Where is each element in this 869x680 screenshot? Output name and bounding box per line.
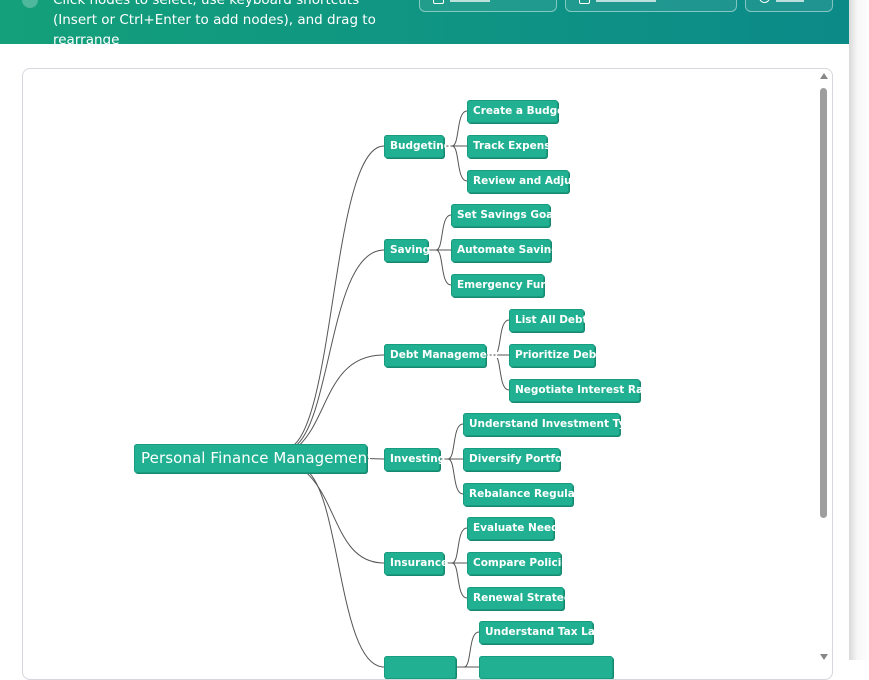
- mindmap-branch-node[interactable]: [384, 655, 456, 679]
- link-branch-child: [428, 249, 452, 286]
- mindmap-child-node[interactable]: Compare Policies: [467, 551, 575, 575]
- mindmap-root-node[interactable]: Personal Finance Management: [134, 444, 373, 473]
- link-root-branch: [303, 470, 385, 564]
- mindmap-branch-node[interactable]: Debt Management: [384, 343, 499, 367]
- link-branch-child: [456, 631, 480, 668]
- mindmap-child-node[interactable]: Diversify Portfolio: [463, 447, 577, 471]
- scroll-down-arrow-icon[interactable]: [820, 654, 828, 660]
- page-edge-shadow: [849, 0, 869, 660]
- mindmap-child-node[interactable]: Rebalance Regularly: [463, 482, 590, 506]
- mindmap-child-node[interactable]: List All Debts: [509, 308, 594, 332]
- mindmap-child-node[interactable]: Create a Budget: [467, 99, 569, 123]
- link-root-branch: [366, 458, 385, 460]
- mindmap-child-node[interactable]: Emergency Fund: [451, 273, 555, 297]
- mindmap-child-node[interactable]: Negotiate Interest Rates: [509, 378, 661, 402]
- mindmap-child-node[interactable]: Prioritize Debts: [509, 343, 608, 367]
- mindmap-child-node[interactable]: [479, 655, 613, 679]
- link-branch-child: [486, 354, 510, 391]
- link-root-branch: [291, 145, 385, 447]
- mindmap-child-node[interactable]: Understand Investment Types: [463, 412, 646, 436]
- export-button[interactable]: [419, 0, 557, 12]
- download-icon: [579, 0, 590, 4]
- mindmap-child-node[interactable]: Track Expenses: [467, 134, 564, 158]
- mindmap-branch-node[interactable]: Budgeting: [384, 134, 451, 158]
- instructions-text: Click nodes to select, use keyboard shor…: [53, 0, 376, 44]
- mindmap-child-node[interactable]: Understand Tax Laws: [479, 620, 611, 644]
- mindmap-child-node[interactable]: Automate Savings: [451, 238, 565, 262]
- mindmap-branch-node[interactable]: Saving: [384, 238, 430, 262]
- scroll-thumb[interactable]: [820, 88, 827, 518]
- mindmap-canvas[interactable]: Personal Finance Management Budgeting Crea…: [22, 68, 833, 680]
- help-button[interactable]: [745, 0, 833, 12]
- link-root-branch: [306, 470, 385, 668]
- scroll-up-arrow-icon[interactable]: [820, 73, 828, 79]
- help-button-label: [776, 0, 804, 2]
- vertical-scrollbar[interactable]: [818, 70, 829, 660]
- mindmap-links: [291, 110, 510, 668]
- link-root-branch: [294, 249, 385, 447]
- link-branch-child: [444, 145, 468, 182]
- link-branch-child: [444, 562, 468, 599]
- info-icon: [22, 0, 38, 8]
- export-button-label: [450, 0, 490, 2]
- mindmap-branch-node[interactable]: Investing: [384, 447, 445, 471]
- link-root-branch: [297, 354, 385, 447]
- help-icon: [759, 0, 770, 3]
- mindmap-child-node[interactable]: Evaluate Needs: [467, 516, 565, 540]
- mindmap-child-node[interactable]: Set Savings Goals: [451, 203, 563, 227]
- download-icon: [433, 0, 444, 4]
- export-alt-button-label: [596, 0, 656, 2]
- mindmap-child-node[interactable]: Renewal Strategy: [467, 586, 578, 610]
- link-branch-child: [428, 214, 452, 251]
- mindmap-branch-node[interactable]: Insurance: [384, 551, 448, 575]
- export-alt-button[interactable]: [565, 0, 737, 12]
- header-bar: Click nodes to select, use keyboard shor…: [0, 0, 849, 44]
- mindmap-child-node[interactable]: Review and Adjust: [467, 169, 583, 193]
- link-branch-child: [440, 458, 464, 495]
